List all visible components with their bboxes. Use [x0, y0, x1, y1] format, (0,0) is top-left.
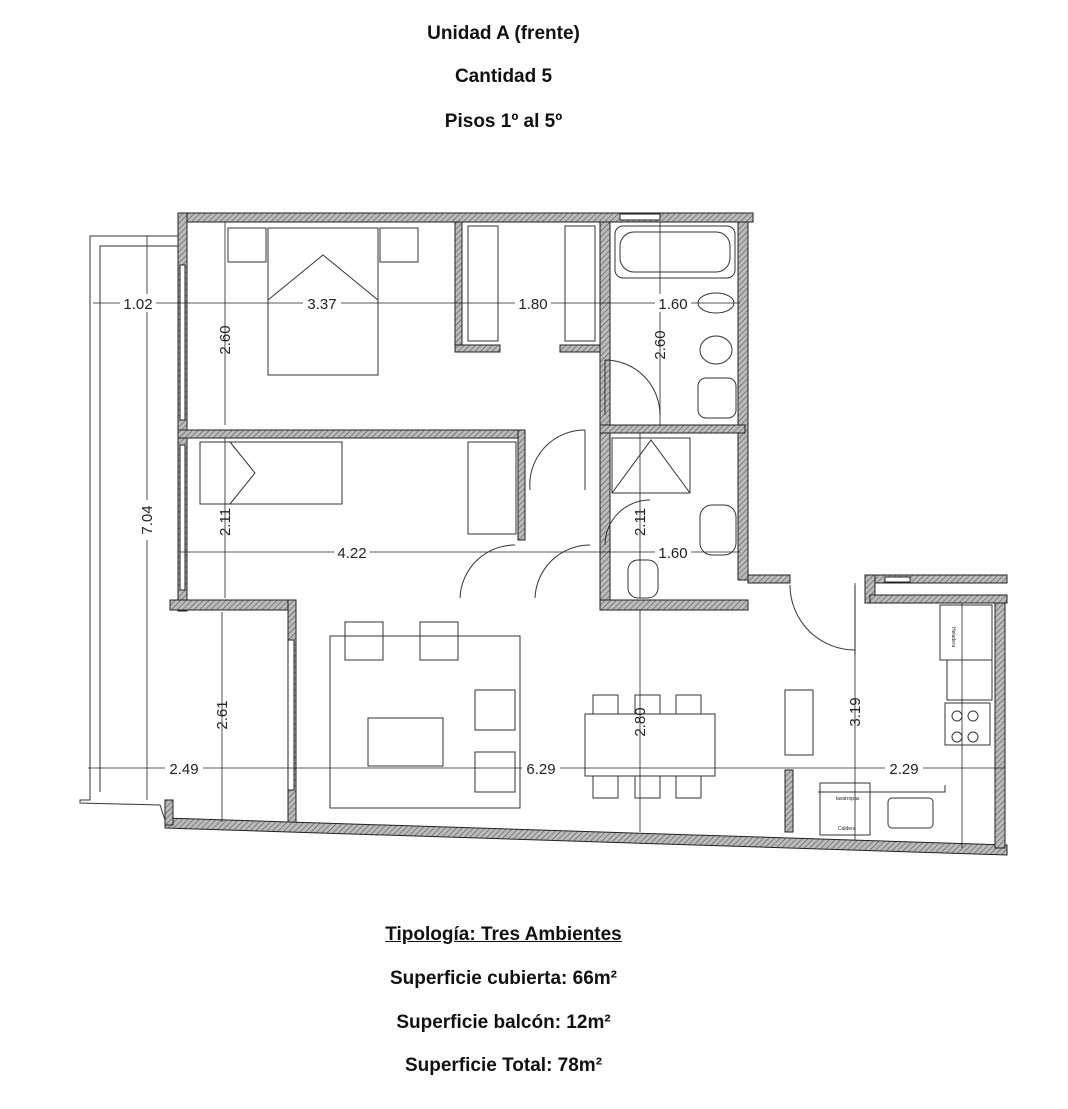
dim-bedroom2-width: 4.22: [337, 545, 366, 562]
washer: [819, 782, 871, 836]
dim-balcony-depth: 2.61: [214, 700, 231, 729]
typology: Tipología: Tres Ambientes: [385, 924, 622, 945]
fridge: [939, 604, 993, 661]
dim-bedroom1-depth: 2.60: [217, 325, 234, 354]
single-bed: [199, 441, 343, 505]
dim-bedroom2-depth: 2.11: [217, 508, 234, 536]
dim-kitchen-depth: 3.19: [847, 697, 864, 726]
double-bed: [267, 227, 379, 376]
covered-area: Superficie cubierta: 66m²: [389, 968, 618, 989]
unit-title: Unidad A (frente): [427, 23, 580, 44]
dim-bath2-width: 1.60: [658, 545, 687, 562]
balcony-area: Superficie balcón: 12m²: [396, 1012, 611, 1033]
furniture: [199, 225, 993, 836]
wardrobe: [467, 441, 517, 535]
shower: [611, 437, 691, 494]
rug: [329, 635, 521, 809]
fridge-label: Heladera: [950, 627, 956, 648]
boiler-label: Caldera: [838, 826, 856, 832]
dim-living-width: 6.29: [526, 761, 555, 778]
dim-kitchen-width: 2.29: [889, 761, 918, 778]
dim-balcony-top: 1.02: [123, 296, 152, 313]
windows: [179, 213, 911, 791]
coffee-table: [367, 717, 444, 767]
bathtub: [614, 225, 736, 279]
dining-table: [584, 713, 716, 777]
balcony-outline: [79, 235, 178, 821]
dim-bath1-depth: 2.60: [652, 330, 669, 359]
unit-quantity: Cantidad 5: [454, 66, 553, 87]
dim-balcony-width: 2.49: [169, 761, 198, 778]
stove: [944, 702, 991, 746]
total-area: Superficie Total: 78m²: [404, 1055, 603, 1076]
dim-bath1-width: 1.60: [658, 296, 687, 313]
dim-closet-width: 1.80: [518, 296, 547, 313]
dimension-labels: 1.02 3.37 1.80 1.60 2.60 2.60 7.04 2.11 …: [123, 296, 918, 778]
dim-bedroom1-width: 3.37: [307, 296, 336, 313]
dim-bath2-depth: 2.11: [632, 508, 649, 536]
unit-floors: Pisos 1º al 5º: [444, 111, 563, 132]
doors: [459, 359, 856, 655]
dim-living-depth: 2.80: [632, 707, 649, 736]
sink: [887, 797, 934, 829]
dimension-lines: [88, 222, 1005, 848]
washer-label: lavarropas: [836, 796, 860, 802]
dim-overall-depth: 7.04: [139, 505, 156, 534]
